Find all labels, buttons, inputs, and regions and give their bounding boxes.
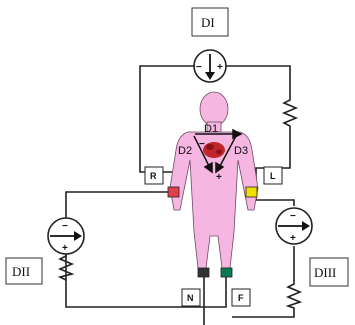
tag-f-label: F [238, 293, 244, 303]
vector-d3-line [219, 135, 237, 167]
vector-d1-label: D1 [204, 123, 218, 135]
tag-r-label: R [150, 171, 157, 181]
galvanometer-lead-ii [47, 217, 85, 255]
lead-ii-wire-bottom [65, 270, 227, 308]
lead-ii-box: DII [5, 257, 43, 285]
lead-ii-plus: + [62, 243, 68, 254]
human-body [169, 91, 259, 269]
tag-n-label: N [187, 293, 194, 303]
galvanometer-lead-iii [275, 207, 313, 245]
electrode-left-arm [245, 186, 258, 198]
lead-i-label: DI [201, 15, 215, 30]
vector-d2-label: D2 [178, 145, 192, 157]
galvanometer-lead-i [193, 49, 227, 83]
lead-ii-minus: − [62, 221, 68, 232]
electrode-right-arm [167, 186, 180, 198]
lead-i-minus: − [196, 62, 202, 73]
tag-f: F [231, 288, 251, 307]
lead-i-wire-right [226, 65, 291, 96]
vector-d3-label: D3 [234, 145, 248, 157]
lead-iii-label: DIII [314, 265, 336, 280]
einthoven-triangle [193, 128, 243, 174]
lead-iii-box: DIII [309, 257, 349, 287]
resistor-lead-i [281, 96, 299, 128]
vector-d3-arrowhead [215, 161, 225, 174]
lead-iii-plus: + [290, 233, 296, 244]
lead-iii-minus: − [290, 211, 296, 222]
tag-r: R [144, 166, 164, 185]
lead-ii-wire-top [65, 191, 170, 218]
vector-minus-mark: − [199, 139, 205, 150]
electrode-right-leg [197, 267, 210, 278]
lead-iii-wire-top [255, 196, 295, 206]
lead-i-box: DI [191, 7, 229, 37]
heart [203, 142, 225, 158]
vector-plus-mark: + [216, 172, 222, 183]
vector-d1-arrowhead [232, 128, 243, 140]
lead-iii-wire-bottom [232, 310, 295, 318]
tag-l-label: L [270, 171, 276, 181]
lead-i-plus: + [217, 62, 223, 73]
electrode-left-foot [220, 267, 233, 278]
resistor-lead-ii [57, 254, 75, 281]
vector-d2-line [193, 135, 210, 167]
head [199, 91, 229, 127]
tag-n: N [181, 288, 201, 307]
lead-ii-label: DII [12, 264, 30, 279]
resistor-lead-iii [285, 282, 303, 310]
torso [169, 131, 259, 269]
tag-l: L [263, 166, 283, 185]
vector-d2-arrowhead [203, 161, 213, 174]
